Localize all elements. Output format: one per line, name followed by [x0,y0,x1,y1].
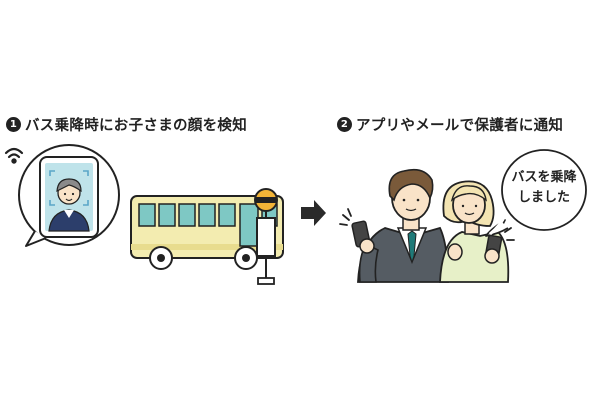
mother-with-phone-icon [439,180,515,283]
smartphone-face-scan-icon [18,144,120,247]
speech-bubble-text: バスを乗降 しました [511,170,577,205]
bus-icon [130,195,284,270]
bus-stop-sign-icon [254,188,278,285]
wifi-signal-icon [4,147,24,164]
step-2-label: 2 アプリやメールで保護者に通知 [337,114,563,135]
step-1-label: 1 バス乗降時にお子さまの顔を検知 [6,114,247,135]
step-1-text: バス乗降時にお子さまの顔を検知 [25,118,247,134]
father-with-phone-icon [339,168,449,283]
step-1-number: 1 [6,117,21,132]
speech-bubble [485,149,587,237]
step-2-number: 2 [337,117,352,132]
step-2-text: アプリやメールで保護者に通知 [356,118,564,134]
right-arrow-icon [301,200,326,226]
